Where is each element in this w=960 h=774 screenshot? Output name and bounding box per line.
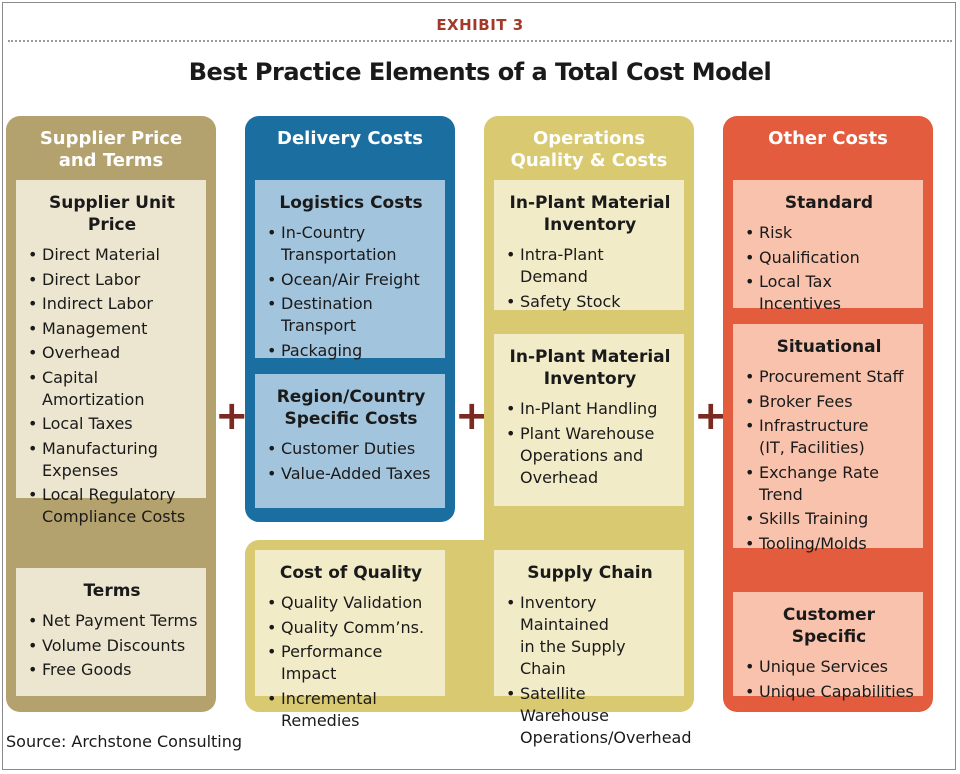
item-list: Quality ValidationQuality Comm’ns.Perfor… <box>265 592 437 732</box>
supplier-unit-price-box: Supplier Unit Price Direct MaterialDirec… <box>16 180 206 526</box>
list-item: Qualification <box>743 247 915 269</box>
standard-box: Standard RiskQualificationLocal Tax Ince… <box>733 180 923 313</box>
item-list: Inventory Maintained in the Supply Chain… <box>504 592 692 749</box>
dotted-divider <box>8 40 952 42</box>
item-list: Direct MaterialDirect LaborIndirect Labo… <box>26 244 198 528</box>
list-item: Packaging <box>265 340 437 362</box>
list-item: Unique Services <box>743 656 915 678</box>
plus-sign: + <box>455 393 489 439</box>
list-item: Overhead <box>26 342 198 364</box>
box-title: Standard <box>784 193 874 213</box>
item-list: Intra-Plant DemandSafety Stock <box>504 244 676 313</box>
list-item: Exchange Rate Trend <box>743 462 915 506</box>
list-item: Capital Amortization <box>26 367 198 411</box>
list-item: Procurement Staff <box>743 366 915 388</box>
list-item: Volume Discounts <box>26 635 198 657</box>
situational-box: Situational Procurement StaffBroker Fees… <box>733 324 923 555</box>
list-item: Inventory Maintained in the Supply Chain <box>504 592 676 680</box>
box-title: Customer Specific <box>782 605 876 647</box>
supplier-terms-box: Terms Net Payment TermsVolume DiscountsF… <box>16 568 206 696</box>
inplant-inventory-box-2: In-Plant Material Inventory In-Plant Han… <box>494 334 684 506</box>
list-item: Safety Stock <box>504 291 676 313</box>
list-item: Risk <box>743 222 915 244</box>
list-item: In-Plant Handling <box>504 398 676 420</box>
item-list: Unique ServicesUnique Capabilities <box>743 656 915 703</box>
list-item: Intra-Plant Demand <box>504 244 676 288</box>
operations-column-heading: Operations Quality & Costs <box>510 128 668 171</box>
box-title: Region/Country Specific Costs <box>276 387 426 429</box>
list-item: Incremental Remedies <box>265 688 437 732</box>
cost-of-quality-box: Cost of Quality Quality ValidationQualit… <box>255 550 445 730</box>
list-item: Local Tax Incentives <box>743 271 915 315</box>
list-item: Management <box>26 318 198 340</box>
item-list: RiskQualificationLocal Tax Incentives <box>743 222 915 315</box>
list-item: Infrastructure (IT, Facilities) <box>743 415 915 459</box>
list-item: Local Regulatory Compliance Costs <box>26 484 198 528</box>
item-list: In-Plant HandlingPlant Warehouse Operati… <box>504 398 676 489</box>
box-title: In-Plant Material Inventory <box>509 193 671 235</box>
item-list: Customer DutiesValue-Added Taxes <box>265 438 437 485</box>
list-item: Quality Comm’ns. <box>265 617 437 639</box>
list-item: Satellite Warehouse Operations/Overhead <box>504 683 692 749</box>
box-title: Logistics Costs <box>279 193 423 213</box>
inplant-inventory-box-1: In-Plant Material Inventory Intra-Plant … <box>494 180 684 313</box>
list-item: Tooling/Molds <box>743 533 915 555</box>
list-item: Value-Added Taxes <box>265 463 437 485</box>
other-costs-column-heading: Other Costs <box>768 128 888 149</box>
box-title: Supply Chain <box>527 563 653 583</box>
list-item: Manufacturing Expenses <box>26 438 198 482</box>
list-item: Broker Fees <box>743 391 915 413</box>
list-item: Quality Validation <box>265 592 437 614</box>
box-title: In-Plant Material Inventory <box>509 347 671 389</box>
list-item: Customer Duties <box>265 438 437 460</box>
source-note: Source: Archstone Consulting <box>6 732 243 751</box>
list-item: Plant Warehouse Operations and Overhead <box>504 423 676 489</box>
item-list: Net Payment TermsVolume DiscountsFree Go… <box>26 610 198 681</box>
list-item: Net Payment Terms <box>26 610 198 632</box>
list-item: In-Country Transportation <box>265 222 437 266</box>
logistics-costs-box: Logistics Costs In-Country Transportatio… <box>255 180 445 362</box>
plus-sign: + <box>215 393 249 439</box>
box-title: Situational <box>776 337 882 357</box>
list-item: Direct Labor <box>26 269 198 291</box>
figure-title: Best Practice Elements of a Total Cost M… <box>188 58 772 86</box>
box-title: Supplier Unit Price <box>48 193 176 235</box>
box-title: Cost of Quality <box>279 563 423 583</box>
item-list: Procurement StaffBroker FeesInfrastructu… <box>743 366 915 555</box>
list-item: Free Goods <box>26 659 198 681</box>
supply-chain-box: Supply Chain Inventory Maintained in the… <box>494 550 692 747</box>
box-title: Terms <box>83 581 141 601</box>
customer-specific-box: Customer Specific Unique ServicesUnique … <box>733 592 923 703</box>
list-item: Unique Capabilities <box>743 681 915 703</box>
exhibit-label: EXHIBIT 3 <box>436 16 524 34</box>
plus-sign: + <box>694 393 728 439</box>
list-item: Skills Training <box>743 508 915 530</box>
item-list: In-Country TransportationOcean/Air Freig… <box>265 222 437 362</box>
list-item: Ocean/Air Freight <box>265 269 437 291</box>
region-country-costs-box: Region/Country Specific Costs Customer D… <box>255 374 445 508</box>
list-item: Direct Material <box>26 244 198 266</box>
supplier-column-heading: Supplier Price and Terms <box>39 128 183 171</box>
list-item: Destination Transport <box>265 293 437 337</box>
list-item: Local Taxes <box>26 413 198 435</box>
delivery-column-heading: Delivery Costs <box>277 128 423 149</box>
list-item: Performance Impact <box>265 641 437 685</box>
list-item: Indirect Labor <box>26 293 198 315</box>
